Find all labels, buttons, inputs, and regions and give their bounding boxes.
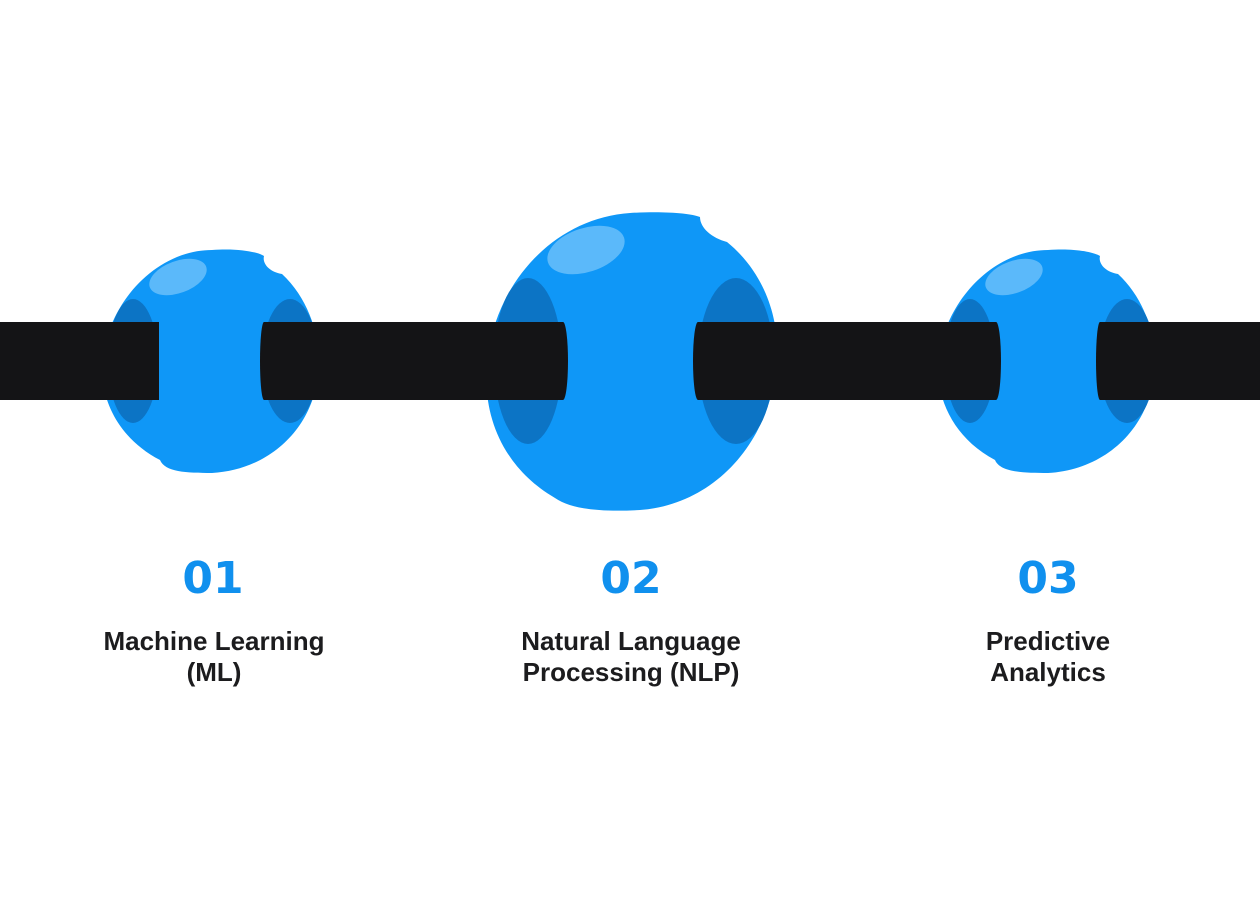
step-2-label-line-2: Processing (NLP) [523, 657, 740, 687]
bead-2-body [486, 212, 778, 511]
step-2-label-line-1: Natural Language [521, 626, 741, 656]
rod-end-2-right [693, 322, 703, 400]
step-3-number: 03 [1017, 553, 1078, 604]
bead-2 [486, 212, 778, 511]
rod-segment-right [1100, 322, 1260, 400]
rod-end-3-right [1096, 322, 1104, 400]
step-1-label-line-1: Machine Learning [103, 626, 324, 656]
rod-end-2-left [558, 322, 568, 400]
step-2-number: 02 [600, 553, 661, 604]
bead-3-highlight [985, 258, 1043, 296]
bead-2-highlight [547, 225, 625, 275]
rod-segment-2-3 [698, 322, 996, 400]
step-3-label-line-2: Analytics [990, 657, 1106, 687]
rod [0, 322, 1260, 400]
bead-1-highlight [149, 258, 207, 296]
step-1-number: 01 [182, 553, 243, 604]
step-3-label-line-1: Predictive [986, 626, 1110, 656]
rod-end-3-left [991, 322, 1001, 400]
step-1-label-line-2: (ML) [187, 657, 242, 687]
bead-1-body [102, 249, 319, 473]
rod-end-1-right [260, 322, 268, 400]
bead-3-body [938, 249, 1155, 473]
rod-segment-1-2 [264, 322, 563, 400]
rod-segment-left [0, 322, 159, 400]
